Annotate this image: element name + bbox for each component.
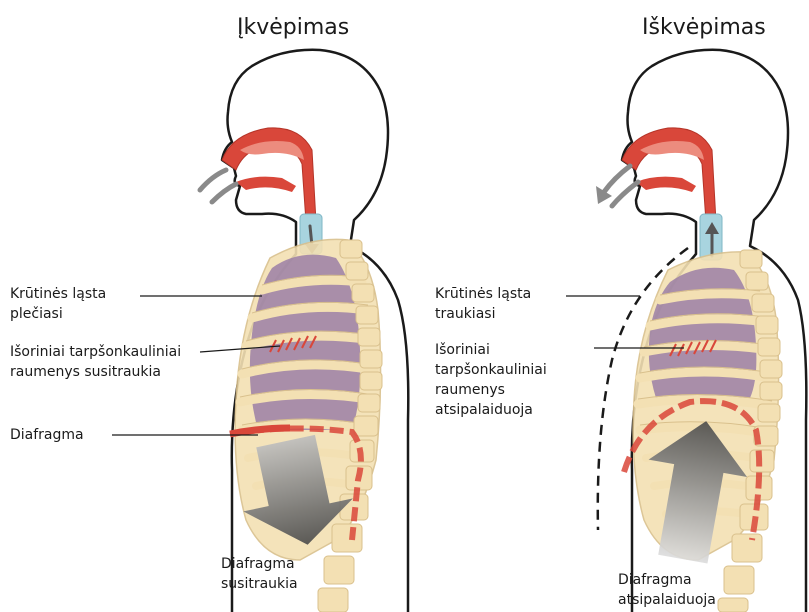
- exhale-chest-label-line1: Krūtinės ląsta: [435, 284, 531, 304]
- inhale-bottom-label-line2: susitraukia: [221, 574, 298, 594]
- exhale-bottom-label-line2: atsipalaiduoja: [618, 590, 716, 610]
- exhale-chest-label-line2: traukiasi: [435, 304, 531, 324]
- exhale-bottom-label-line1: Diafragma: [618, 570, 716, 590]
- exhale-chest-label: Krūtinės ląsta traukiasi: [435, 284, 531, 324]
- exhale-muscles-label-line3: raumenys: [435, 380, 547, 400]
- inhale-bottom-label-line1: Diafragma: [221, 554, 298, 574]
- inhale-chest-label-line1: Krūtinės ląsta: [10, 284, 106, 304]
- exhale-muscles-label-line4: atsipalaiduoja: [435, 400, 547, 420]
- inhale-chest-label: Krūtinės ląsta plečiasi: [10, 284, 106, 324]
- exhale-title: Iškvėpimas: [642, 15, 766, 40]
- exhale-muscles-label-line1: Išoriniai: [435, 340, 547, 360]
- inhale-bottom-label: Diafragma susitraukia: [221, 554, 298, 594]
- exhale-bottom-label: Diafragma atsipalaiduoja: [618, 570, 716, 610]
- inhale-diaphragm-label: Diafragma: [10, 425, 84, 445]
- inhale-chest-label-line2: plečiasi: [10, 304, 106, 324]
- inhale-figure: [112, 50, 408, 612]
- exhale-muscles-label-line2: tarpšonkauliniai: [435, 360, 547, 380]
- exhale-muscles-label: Išoriniai tarpšonkauliniai raumenys atsi…: [435, 340, 547, 420]
- inhale-title: Įkvėpimas: [237, 15, 349, 40]
- exhale-figure: [566, 50, 806, 612]
- inhale-muscles-label-line1: Išoriniai tarpšonkauliniai: [10, 342, 181, 362]
- inhale-muscles-label-line2: raumenys susitraukia: [10, 362, 181, 382]
- inhale-muscles-label: Išoriniai tarpšonkauliniai raumenys susi…: [10, 342, 181, 382]
